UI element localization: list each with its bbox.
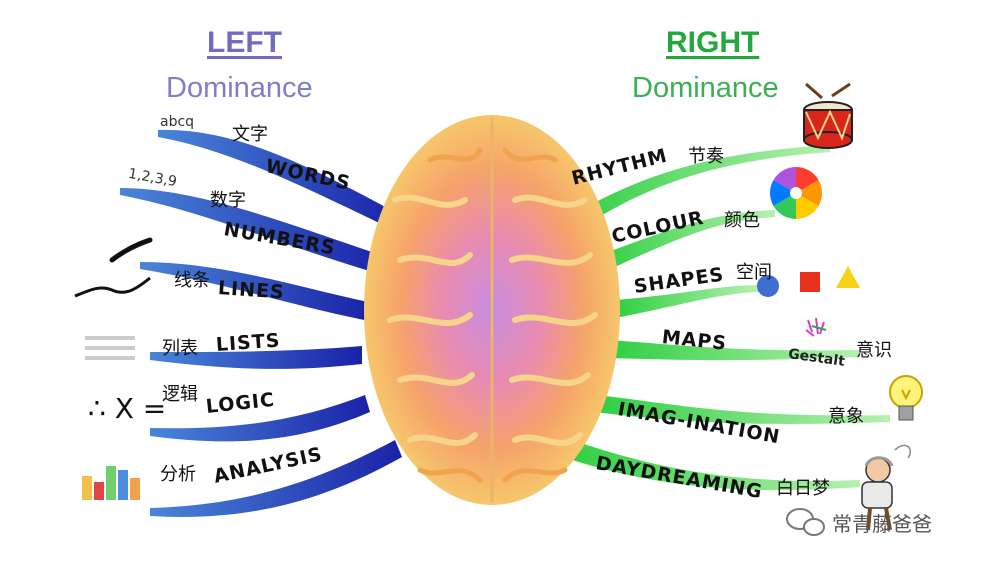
- branch-colour: [600, 210, 775, 272]
- right-branches: [566, 145, 890, 491]
- color-wheel-icon: [770, 167, 822, 219]
- lines-label: LINES: [217, 277, 286, 304]
- words-cn-label: 文字: [232, 124, 268, 145]
- branch-analysis: [150, 440, 402, 517]
- branch-lists: [150, 346, 362, 369]
- daydreaming-cn-label: 白日梦: [776, 478, 830, 499]
- right-subheader: Dominance: [632, 72, 779, 104]
- shapes-cn-label: 空间: [736, 262, 772, 283]
- branch-lines: [140, 262, 368, 320]
- rhythm-cn-label: 节奏: [688, 146, 724, 167]
- branch-daydreaming: [566, 440, 860, 491]
- numbers-cn-label: 数字: [210, 190, 246, 211]
- branch-rhythm: [572, 145, 830, 230]
- squiggle-icon: [109, 237, 153, 263]
- logic-annotation: ∴ X =: [88, 392, 167, 425]
- left-header: LEFT: [207, 26, 282, 59]
- right-header: RIGHT: [666, 26, 760, 59]
- words-annotation: abcq: [160, 114, 195, 130]
- wechat-icon: [786, 508, 825, 536]
- imagination-cn-label: 意象: [828, 406, 864, 427]
- colour-cn-label: 颜色: [724, 210, 760, 231]
- branch-imagination: [594, 395, 890, 424]
- sparkle-icon: [805, 317, 827, 337]
- drum-icon: [803, 82, 853, 149]
- branch-maps: [608, 340, 860, 361]
- lines-cn-label: 线条: [174, 270, 210, 291]
- branch-logic: [150, 395, 370, 442]
- lightbulb-icon: [889, 375, 923, 421]
- list-icon: [85, 336, 135, 360]
- brain-icon: [364, 115, 620, 505]
- maps-cn-label: 意识: [856, 340, 892, 361]
- lists-cn-label: 列表: [162, 338, 198, 359]
- analysis-cn-label: 分析: [160, 464, 196, 485]
- branch-shapes: [615, 285, 760, 318]
- left-branches: [74, 129, 402, 517]
- branch-numbers: [120, 188, 390, 276]
- logic-cn-label: 逻辑: [162, 384, 198, 405]
- bar-chart-icon: [82, 466, 140, 500]
- dreamer-icon: [861, 444, 912, 531]
- branch-words: [158, 129, 400, 232]
- shapes-icon: [757, 266, 860, 297]
- watermark-text: 常青藤爸爸: [832, 512, 932, 536]
- lists-label: LISTS: [215, 329, 282, 356]
- left-subheader: Dominance: [166, 72, 313, 104]
